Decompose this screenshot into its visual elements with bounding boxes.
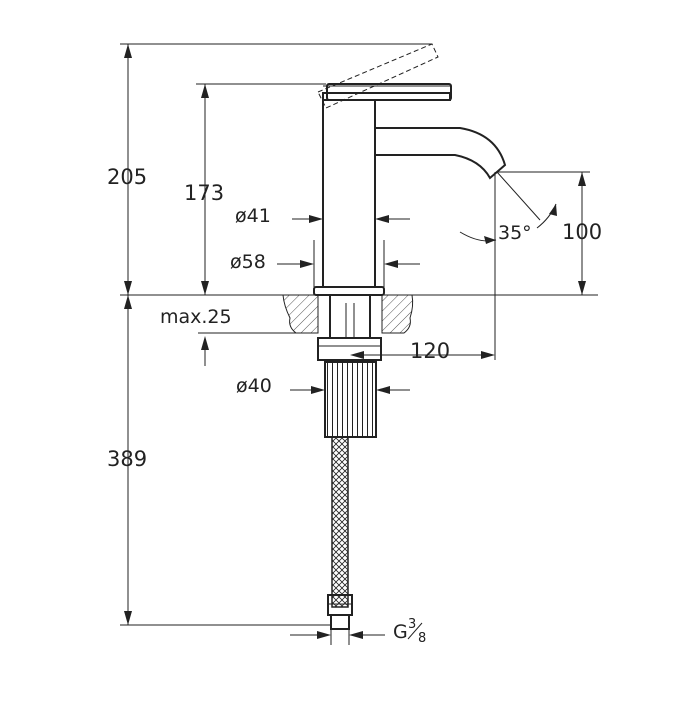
countertop-section xyxy=(282,294,414,334)
dimension-lines xyxy=(120,43,598,645)
lever-open-position xyxy=(317,43,439,109)
fraction-slash xyxy=(407,622,423,640)
label-handle-angle: 35° xyxy=(498,222,532,244)
label-connection-den: 8 xyxy=(418,631,426,646)
label-connection-num: 3 xyxy=(408,617,416,632)
label-outlet-height: 100 xyxy=(562,220,602,244)
mounting-shank xyxy=(317,295,382,438)
label-below-height: 389 xyxy=(107,447,147,471)
label-total-height: 205 xyxy=(107,165,147,189)
faucet-body xyxy=(313,83,507,296)
dimension-labels: 205 173 ø41 ø58 max.25 ø40 389 120 100 3… xyxy=(107,165,602,646)
flexible-hose xyxy=(327,436,353,630)
label-connection-main: G xyxy=(393,621,408,643)
label-spout-height: 173 xyxy=(184,181,224,205)
label-max-thickness: max.25 xyxy=(160,306,232,328)
label-body-diameter: ø41 xyxy=(235,205,271,227)
label-shank-diameter: ø40 xyxy=(236,375,272,397)
label-base-diameter: ø58 xyxy=(230,251,266,273)
label-reach: 120 xyxy=(410,339,450,363)
